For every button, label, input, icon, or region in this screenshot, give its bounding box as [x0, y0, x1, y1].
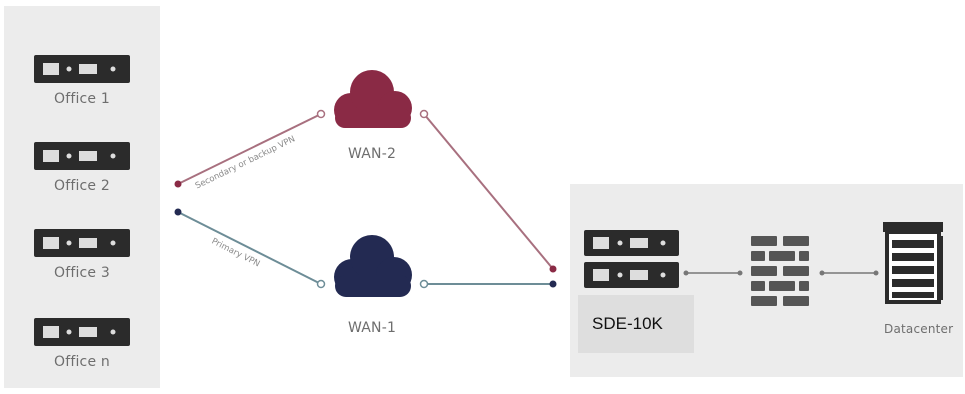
router-icon: [34, 142, 130, 170]
wan1-right-port: [419, 279, 429, 289]
office-1: Office 1: [27, 55, 137, 107]
router-icon: [34, 55, 130, 83]
datacenter-primary-dot: [549, 280, 557, 288]
sde-appliance-label-box: [578, 295, 694, 353]
office-label: Office 3: [53, 265, 111, 281]
primary-vpn-link: [177, 211, 322, 285]
sde-appliance-label: SDE-10K: [592, 314, 663, 333]
wan1-left-port: [316, 279, 326, 289]
office-label: Office 2: [53, 178, 111, 194]
primary-link-start-dot: [174, 208, 182, 216]
wan2-to-datacenter-link: [423, 113, 554, 270]
wan1-label: WAN-1: [348, 320, 397, 336]
wan2-left-port: [316, 109, 326, 119]
datacenter-secondary-dot: [549, 265, 557, 273]
office-2: Office 2: [27, 142, 137, 194]
datacenter-label: Datacenter: [884, 322, 954, 336]
wan2-right-port: [419, 109, 429, 119]
office-label: Office 1: [53, 91, 111, 107]
sde-appliance-bottom-router-icon: [584, 262, 679, 288]
wan2-cloud-icon: [334, 70, 412, 128]
router-icon: [34, 318, 130, 346]
firewall-icon: [751, 236, 809, 306]
secondary-vpn-link: [177, 113, 322, 185]
office-label: Office n: [53, 354, 110, 370]
server-rack-icon: [883, 222, 943, 304]
office-3: Office 3: [27, 229, 137, 281]
office-n: Office n: [27, 318, 137, 370]
wan2-label: WAN-2: [348, 146, 397, 162]
sde-appliance-top-router-icon: [584, 230, 679, 256]
wan1-cloud-icon: [334, 235, 412, 297]
secondary-link-start-dot: [174, 180, 182, 188]
router-icon: [34, 229, 130, 257]
